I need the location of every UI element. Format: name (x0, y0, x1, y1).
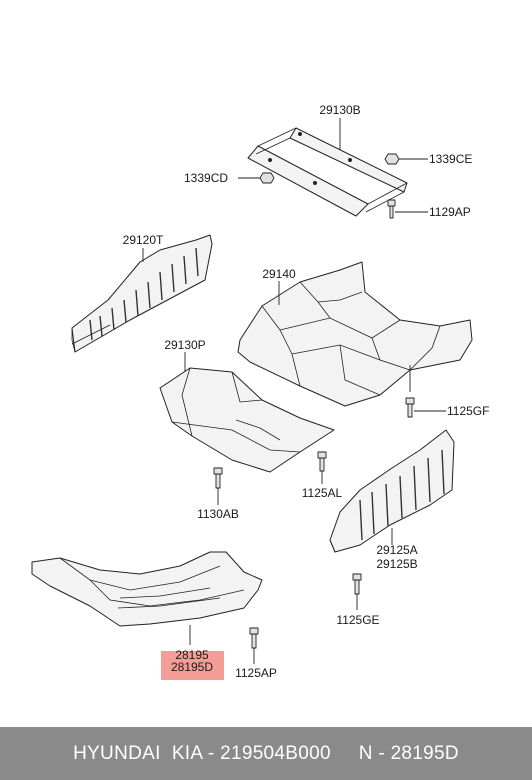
nut-1339CD[interactable] (259, 172, 275, 184)
label-1125AL: 1125AL (302, 486, 343, 500)
label-1129AP: 1129AP (429, 205, 471, 219)
highlight-28195D (161, 651, 224, 680)
label-29140: 29140 (262, 267, 296, 281)
label-29125A: 29125A (376, 543, 417, 557)
part-29130B[interactable] (247, 127, 408, 217)
part-29125A-29125B[interactable] (329, 429, 455, 553)
bolt-1125AP[interactable] (249, 627, 259, 649)
label-1130AB: 1130AB (197, 507, 239, 521)
label-1125GE: 1125GE (336, 613, 379, 627)
part-28195[interactable] (31, 551, 263, 627)
part-29140[interactable] (237, 261, 473, 407)
bolt-1130AB[interactable] (213, 467, 223, 489)
label-29120T: 29120T (123, 233, 164, 247)
part-29120T[interactable] (71, 234, 213, 353)
nut-1339CE[interactable] (384, 153, 400, 165)
parts-diagram: 29130B 1339CE 1339CD 1129AP 29120T 29140… (31, 103, 489, 680)
bolt-1129AP[interactable] (387, 199, 396, 219)
footer-part-number: HYUNDAI KIA - 219504B000 N - 28195D (0, 727, 532, 780)
bolt-1125GF[interactable] (405, 397, 415, 418)
label-29130P: 29130P (164, 338, 205, 352)
label-29125B: 29125B (376, 557, 417, 571)
label-1125GF: 1125GF (447, 404, 489, 418)
label-1339CD: 1339CD (184, 171, 228, 185)
label-28195: 28195 (175, 648, 209, 662)
label-28195D: 28195D (171, 660, 213, 674)
label-29130B: 29130B (319, 103, 360, 117)
label-1339CE: 1339CE (429, 152, 472, 166)
part-29130P[interactable] (159, 367, 335, 473)
bolt-1125GE[interactable] (352, 573, 362, 595)
label-1125AP: 1125AP (235, 666, 277, 680)
bolt-1125AL[interactable] (317, 451, 327, 472)
